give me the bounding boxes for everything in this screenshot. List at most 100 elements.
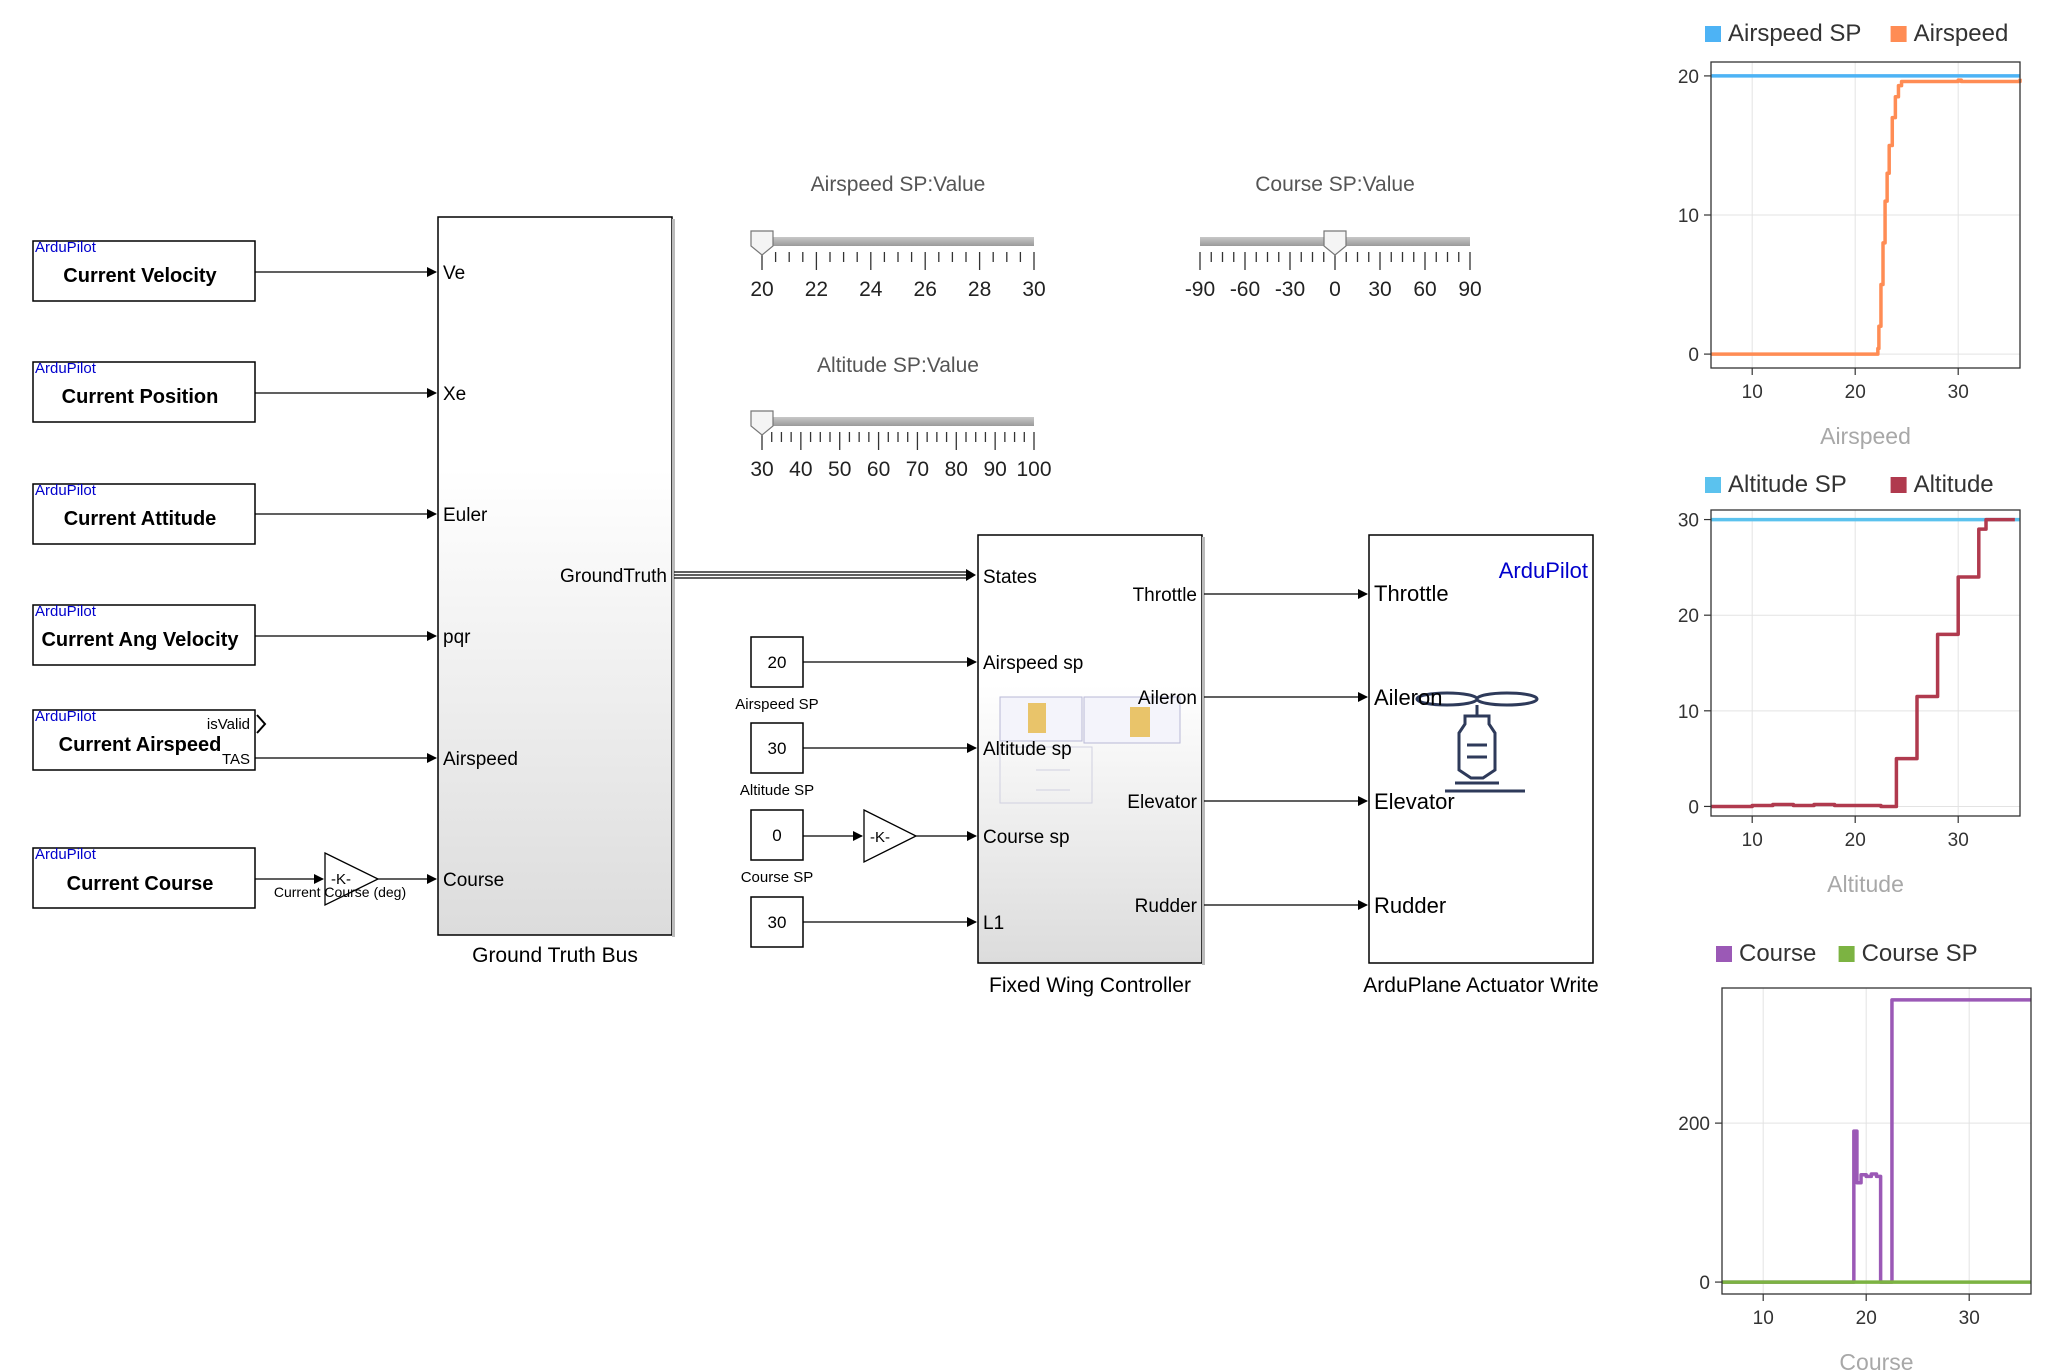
slider-tick-label: 30 xyxy=(1022,278,1045,301)
ardupilot-actuator-block[interactable]: ArduPilot Throttle Aileron Elevator Rudd… xyxy=(1363,534,1599,997)
constant-frame xyxy=(750,809,804,861)
slider-handle[interactable] xyxy=(750,230,774,256)
legend-swatch xyxy=(1890,477,1907,493)
constant-l1[interactable]: 30 xyxy=(750,896,804,948)
ctrl-port-rudder: Rudder xyxy=(1135,896,1198,917)
course-sp-gain-block[interactable]: -K- xyxy=(863,808,918,864)
block-frame xyxy=(32,709,256,771)
ctrl-port-airspeed-sp: Airspeed sp xyxy=(983,653,1083,674)
ctrl-port-altitude-sp: Altitude sp xyxy=(983,739,1072,760)
y-tick-label: 20 xyxy=(1678,606,1699,627)
source-block-current-attitude[interactable]: ArduPilot Current Attitude xyxy=(32,482,256,545)
gain-text: -K- xyxy=(870,829,890,846)
bus-port-euler: Euler xyxy=(443,505,488,526)
preview-panel-c xyxy=(999,746,1093,804)
constant-label: Airspeed SP xyxy=(735,696,818,713)
slider-tick-label: 90 xyxy=(983,458,1006,481)
source-block-current-ang-velocity[interactable]: ArduPilot Current Ang Velocity xyxy=(32,603,256,666)
block-shadow xyxy=(1202,537,1205,965)
bus-port-groundtruth: GroundTruth xyxy=(560,566,667,587)
source-block-current-velocity[interactable]: ArduPilot Current Velocity xyxy=(32,239,256,302)
legend-label: Course xyxy=(1739,940,1816,967)
slider-handle[interactable] xyxy=(1323,230,1347,256)
x-tick-label: 30 xyxy=(1948,382,1969,403)
source-label: Current Airspeed xyxy=(59,734,222,756)
y-tick-label: 10 xyxy=(1678,206,1699,227)
bus-port-course: Course xyxy=(443,870,504,891)
block-frame xyxy=(977,534,1203,964)
y-tick-label: 0 xyxy=(1688,345,1699,366)
bus-port-pqr: pqr xyxy=(443,627,471,648)
slider-tick-label: -60 xyxy=(1230,278,1260,301)
x-tick-label: 30 xyxy=(1948,830,1969,851)
actuator-block-name: ArduPlane Actuator Write xyxy=(1363,974,1598,997)
block-frame xyxy=(32,604,256,666)
source-block-current-airspeed[interactable]: ArduPilot Current Airspeed isValid TAS xyxy=(32,708,267,771)
slider-tick-label: 28 xyxy=(968,278,991,301)
y-tick-label: 30 xyxy=(1678,511,1699,532)
constant-label: Course SP xyxy=(741,869,814,886)
isvalid-port-icon xyxy=(256,714,267,734)
block-frame xyxy=(32,847,256,909)
constant-course-sp[interactable]: 0 Course SP xyxy=(741,809,814,886)
source-tag: ArduPilot xyxy=(35,482,97,499)
gain-label: Current Course (deg) xyxy=(274,884,406,900)
ctrl-port-course-sp: Course sp xyxy=(983,827,1070,848)
course-gain-block[interactable]: -K- Current Course (deg) xyxy=(274,851,406,907)
constant-airspeed-sp[interactable]: 20 Airspeed SP xyxy=(735,636,819,713)
block-frame xyxy=(32,361,256,423)
port-label-tas: TAS xyxy=(222,751,250,768)
constant-altitude-sp[interactable]: 30 Altitude SP xyxy=(740,722,814,799)
slider-title: Airspeed SP:Value xyxy=(811,173,986,196)
slider-tick-label: 40 xyxy=(789,458,812,481)
actuator-tag: ArduPilot xyxy=(1499,558,1588,583)
bus-port-xe: Xe xyxy=(443,384,466,405)
slider-title: Altitude SP:Value xyxy=(817,354,979,377)
ground-truth-bus-block[interactable]: Ve Xe Euler pqr Airspeed Course GroundTr… xyxy=(437,216,675,967)
slider-tick-label: 50 xyxy=(828,458,851,481)
slider-track[interactable] xyxy=(762,417,1034,426)
source-tag: ArduPilot xyxy=(35,603,97,620)
legend-swatch xyxy=(1716,946,1732,962)
legend-label: Airspeed SP xyxy=(1728,20,1861,47)
source-block-current-position[interactable]: ArduPilot Current Position xyxy=(32,360,256,423)
plot-frame xyxy=(1710,509,2021,817)
source-label: Current Velocity xyxy=(63,265,217,287)
fixed-wing-controller-block[interactable]: States Airspeed sp Altitude sp Course sp… xyxy=(977,534,1205,997)
act-port-rudder: Rudder xyxy=(1374,893,1446,918)
series-line-altitude xyxy=(1711,517,2015,809)
x-axis-label: Airspeed xyxy=(1820,423,1911,449)
block-frame xyxy=(32,483,256,545)
legend-label: Airspeed xyxy=(1914,20,2009,47)
subsystem-preview-icon xyxy=(999,696,1181,804)
slider-tick-label: 0 xyxy=(1329,278,1341,301)
y-tick-label: 10 xyxy=(1678,702,1699,723)
constant-label: Altitude SP xyxy=(740,782,814,799)
controller-block-name: Fixed Wing Controller xyxy=(989,974,1191,997)
actuator-wires xyxy=(1204,589,1368,910)
source-tag: ArduPilot xyxy=(35,708,97,725)
slider-title: Course SP:Value xyxy=(1255,173,1415,196)
slider-tick-label: 30 xyxy=(750,458,773,481)
slider-track[interactable] xyxy=(762,237,1034,246)
groundtruth-bus-wire[interactable] xyxy=(674,569,976,581)
slider-tick-label: -30 xyxy=(1275,278,1305,301)
gain-triangle xyxy=(863,808,918,864)
source-block-current-course[interactable]: ArduPilot Current Course xyxy=(32,846,256,909)
port-label-isvalid: isValid xyxy=(207,716,250,733)
bus-port-ve: Ve xyxy=(443,263,465,284)
ctrl-port-elevator: Elevator xyxy=(1127,792,1197,813)
ctrl-port-states: States xyxy=(983,567,1037,588)
source-tag: ArduPilot xyxy=(35,846,97,863)
slider-handle[interactable] xyxy=(750,410,774,436)
slider-tick-label: 60 xyxy=(867,458,890,481)
propeller-motor-icon xyxy=(1415,691,1539,793)
legend-swatch xyxy=(1705,26,1721,42)
slider-tick-label: 80 xyxy=(945,458,968,481)
source-tag: ArduPilot xyxy=(35,360,97,377)
gain-triangle xyxy=(324,851,380,907)
